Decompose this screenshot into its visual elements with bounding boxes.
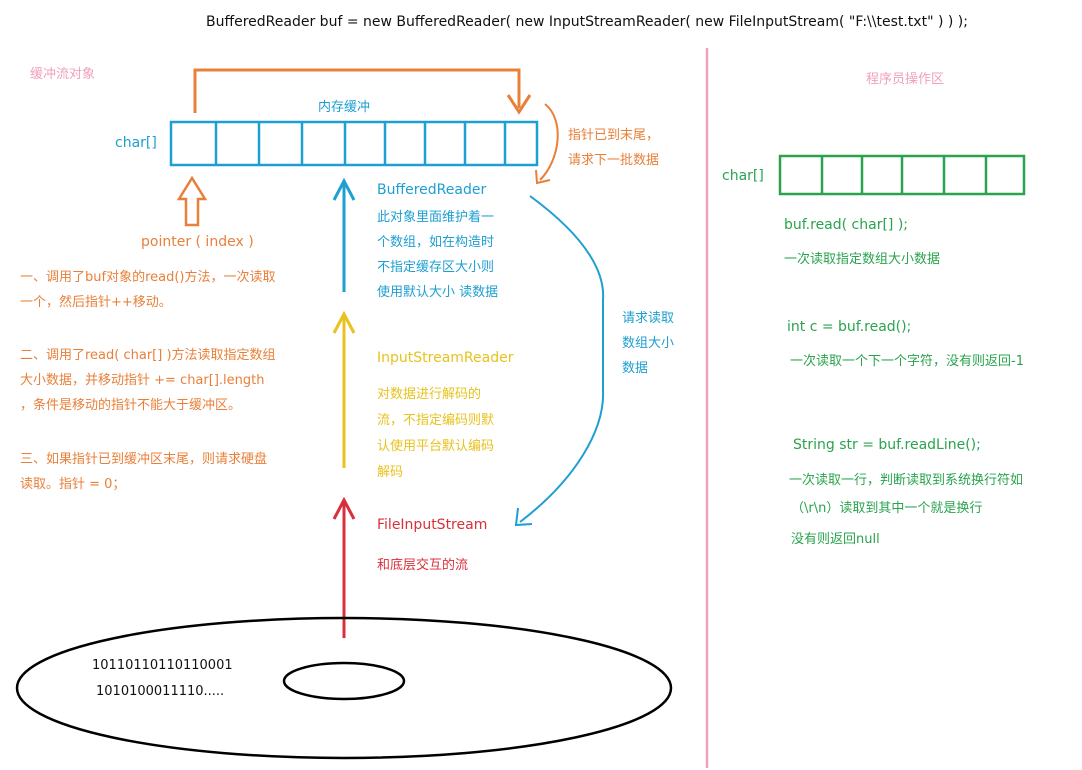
disk-outer xyxy=(15,616,673,760)
read-line-code: String str = buf.readLine(); xyxy=(793,437,981,453)
programmer-char-array xyxy=(778,154,1026,196)
end-curve-arrowhead xyxy=(535,169,551,185)
input-stream-reader-name: InputStreamReader xyxy=(377,350,514,366)
disk-bits-line-2: 1010100011110..... xyxy=(96,684,225,699)
read-array-desc: 一次读取指定数组大小数据 xyxy=(784,252,941,267)
file-input-stream-name: FileInputStream xyxy=(377,517,488,533)
code-line: BufferedReader buf = new BufferedReader(… xyxy=(206,14,968,30)
file-input-stream-desc: 和底层交互的流 xyxy=(377,558,469,573)
step-two: 二、调用了read( char[] )方法读取指定数组 大小数据，并移动指针 +… xyxy=(20,348,276,413)
file-input-stream-up-arrowhead xyxy=(332,496,356,520)
read-single-desc: 一次读取一个下一个字符，没有则返回-1 xyxy=(790,354,1024,369)
disk-bits-line-1: 10110110110110001 xyxy=(92,658,233,673)
programmer-char-array-label: char[] xyxy=(722,168,764,184)
read-line-desc-1: 一次读取一行，判断读取到系统换行符如 xyxy=(789,473,1024,488)
memory-buffer-array xyxy=(169,120,539,167)
end-note: 指针已到末尾， 请求下一批数据 xyxy=(568,128,660,168)
input-stream-reader-desc: 对数据进行解码的 流，不指定编码则默 认使用平台默认编码 解码 xyxy=(377,387,495,480)
input-stream-reader-up-arrowhead xyxy=(332,310,356,334)
request-curve-arrow xyxy=(519,195,605,523)
read-line-desc-2: （\r\n）读取到其中一个就是换行 xyxy=(791,501,983,516)
end-curve-arrow xyxy=(539,103,559,181)
step-three: 三、如果指针已到缓冲区末尾，则请求硬盘 读取。指针 = 0； xyxy=(20,452,268,492)
read-array-code: buf.read( char[] ); xyxy=(784,217,909,233)
buffer-section-label: 缓冲流对象 xyxy=(30,67,96,82)
loop-bracket-arrow xyxy=(193,68,521,113)
buffered-reader-name: BufferedReader xyxy=(377,182,487,198)
pointer-arrow xyxy=(176,175,208,227)
request-label: 请求读取 数组大小 数据 xyxy=(622,311,675,376)
char-array-label: char[] xyxy=(115,135,157,151)
loop-bracket-arrowhead xyxy=(506,94,532,115)
disk-hole xyxy=(282,661,406,701)
request-curve-arrowhead xyxy=(514,507,533,527)
step-one: 一、调用了buf对象的read()方法，一次读取 一个，然后指针++移动。 xyxy=(20,270,276,310)
read-line-desc-3: 没有则返回null xyxy=(791,532,880,547)
read-single-code: int c = buf.read(); xyxy=(787,319,912,335)
programmer-section-label: 程序员操作区 xyxy=(866,72,945,87)
pointer-label: pointer ( index ) xyxy=(141,234,254,250)
buffered-reader-up-arrowhead xyxy=(332,177,356,201)
buffered-reader-desc: 此对象里面维护着一 个数组，如在构造时 不指定缓存区大小则 使用默认大小 读数据 xyxy=(377,210,499,300)
memory-buffer-label: 内存缓冲 xyxy=(318,100,371,115)
